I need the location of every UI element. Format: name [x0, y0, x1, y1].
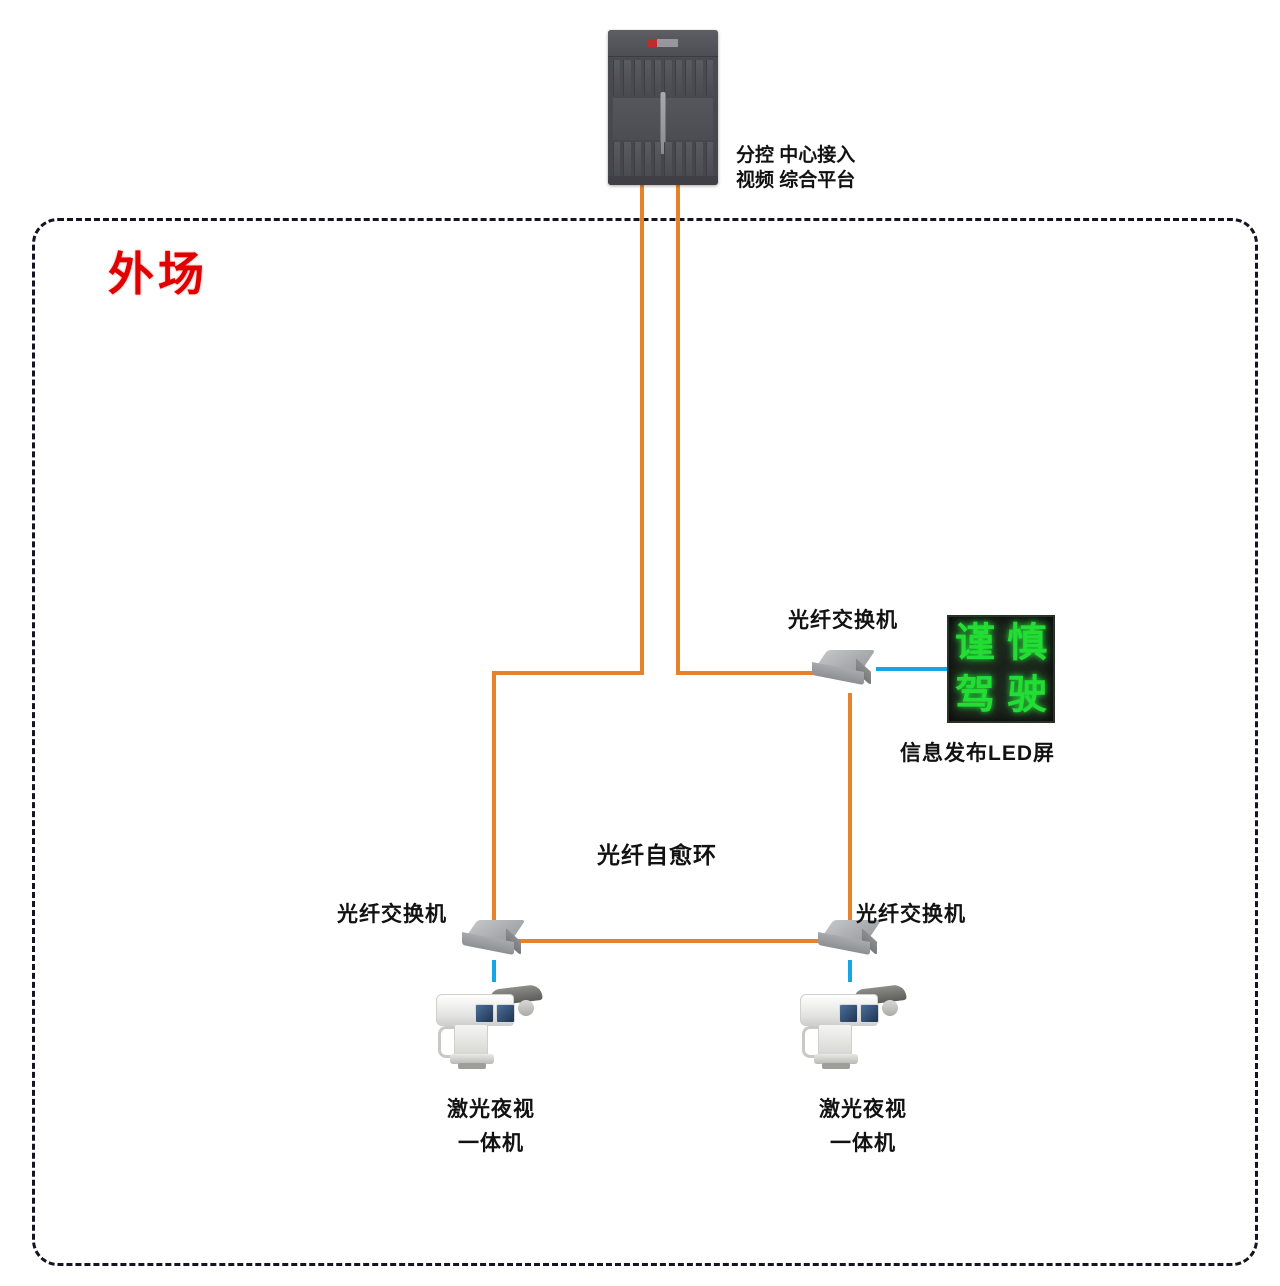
camera-left-label-line1: 激光夜视	[447, 1098, 535, 1121]
ptz-camera-left-icon[interactable]	[428, 978, 548, 1078]
server-indicator-strip	[660, 92, 666, 154]
led-char-1: 谨	[955, 621, 995, 665]
link-switch-to-camera-left	[492, 960, 496, 982]
led-char-2: 慎	[1007, 621, 1047, 665]
link-left-ring-horizontal	[492, 671, 644, 675]
fiber-switch-bottom-left-icon[interactable]	[462, 920, 526, 960]
fiber-switch-top-right-label: 光纤交换机	[788, 609, 898, 632]
server-lower-slots	[613, 142, 713, 178]
server-logo	[648, 39, 678, 47]
camera-left-label: 激光夜视 一体机	[398, 1093, 584, 1161]
fiber-ring-label: 光纤自愈环	[597, 842, 717, 868]
camera-right-label-line2: 一体机	[830, 1132, 896, 1155]
link-left-ring-vertical	[492, 671, 496, 943]
link-switch-to-led	[876, 667, 948, 671]
led-information-screen[interactable]: 谨 慎 驾 驶	[947, 615, 1055, 723]
led-char-4: 驶	[1007, 673, 1047, 717]
link-right-ring-horizontal	[676, 671, 838, 675]
zone-title: 外场	[108, 248, 208, 300]
link-bottom-ring-horizontal	[514, 939, 850, 943]
rack-server-icon	[608, 30, 718, 185]
server-bezel	[608, 30, 718, 57]
outdoor-zone-boundary	[32, 218, 1258, 1266]
server-label: 分控 中心接入 视频 综合平台	[736, 143, 855, 193]
link-server-to-left-ring	[640, 183, 644, 675]
camera-right-label: 激光夜视 一体机	[770, 1093, 956, 1161]
ptz-camera-right-icon[interactable]	[792, 978, 912, 1078]
camera-left-label-line2: 一体机	[458, 1132, 524, 1155]
led-char-3: 驾	[955, 673, 995, 717]
led-screen-label: 信息发布LED屏	[900, 742, 1055, 765]
camera-right-label-line1: 激光夜视	[819, 1098, 907, 1121]
fiber-switch-bottom-right-label: 光纤交换机	[856, 903, 966, 926]
link-switch-to-camera-right	[848, 960, 852, 982]
link-topright-to-bottomright	[848, 693, 852, 943]
server-base	[608, 176, 718, 185]
fiber-switch-top-right-icon[interactable]	[812, 650, 876, 690]
server-label-line1: 分控 中心接入	[736, 145, 856, 166]
server-upper-slots	[613, 60, 713, 96]
fiber-switch-bottom-left-label: 光纤交换机	[337, 903, 447, 926]
link-server-to-right-ring	[676, 183, 680, 675]
server-label-line2: 视频 综合平台	[736, 170, 856, 191]
